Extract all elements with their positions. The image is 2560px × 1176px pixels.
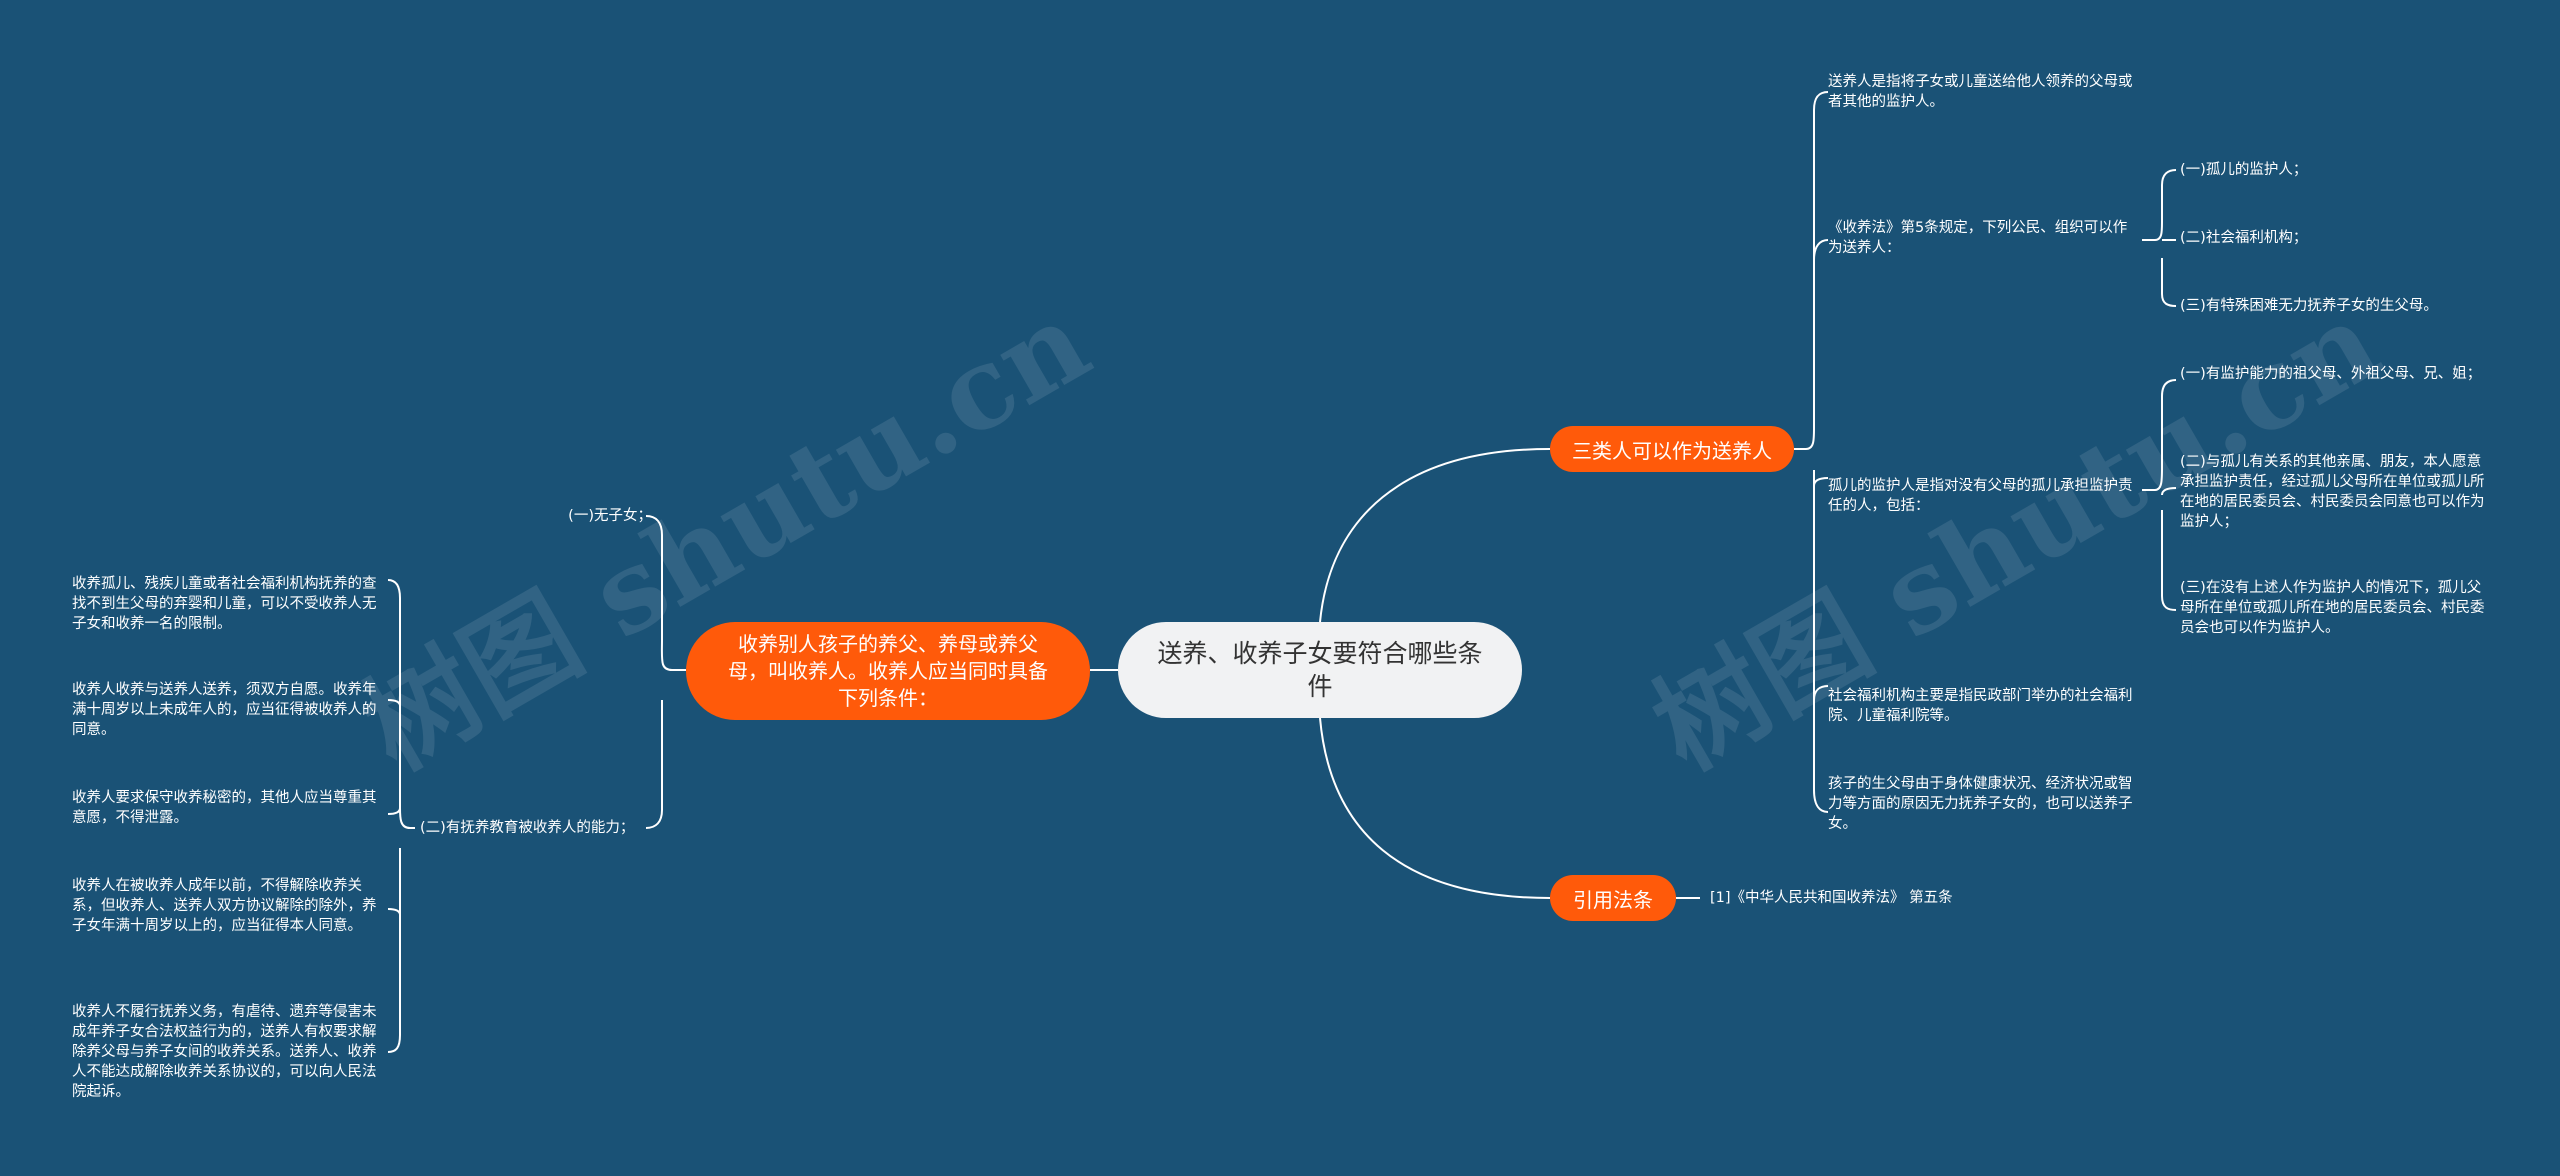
bracket-left-main — [645, 515, 673, 829]
node-guardian-definition[interactable]: 孤儿的监护人是指对没有父母的孤儿承担监护责任的人，包括： — [1828, 478, 2133, 514]
root-topic[interactable]: 送养、收养子女要符合哪些条件 — [1118, 622, 1522, 718]
bracket-left-sub — [387, 579, 415, 1053]
node-unit-committee[interactable]: (三)在没有上述人作为监护人的情况下，孤儿父母所在单位或孤儿所在地的居民委员会、… — [2180, 580, 2485, 636]
node-orphan-guardian[interactable]: (一)孤儿的监护人； — [2180, 162, 2308, 178]
node-dissolution-lawsuit[interactable]: 收养人不履行抚养义务，有虐待、遗弃等侵害未成年养子女合法权益行为的，送养人有权要… — [72, 1004, 377, 1100]
node-ability-to-raise[interactable]: (二)有抚养教育被收养人的能力； — [420, 820, 635, 836]
node-law-citation[interactable]: [1]《中华人民共和国收养法》 第五条 — [1710, 890, 1953, 906]
node-welfare-institution[interactable]: (二)社会福利机构； — [2180, 230, 2308, 246]
bracket-r1-sub2 — [2142, 379, 2177, 611]
link-root-r1 — [1319, 448, 1551, 623]
node-voluntary-consent[interactable]: 收养人收养与送养人送养，须双方自愿。收养年满十周岁以上未成年人的，应当征得被收养… — [72, 682, 377, 738]
node-adoption-law-article5[interactable]: 《收养法》第5条规定，下列公民、组织可以作为送养人： — [1828, 220, 2128, 256]
bracket-r1-main — [1805, 91, 1829, 813]
branch-adopter-conditions[interactable]: 收养别人孩子的养父、养母或养父母，叫收养人。收养人应当同时具备下列条件： — [686, 622, 1090, 720]
branch-three-types-senders[interactable]: 三类人可以作为送养人 — [1550, 426, 1794, 472]
node-grandparents-siblings[interactable]: (一)有监护能力的祖父母、外祖父母、兄、姐； — [2180, 366, 2482, 382]
node-sender-definition[interactable]: 送养人是指将子女或儿童送给他人领养的父母或者其他的监护人。 — [1828, 74, 2133, 110]
node-relatives-friends[interactable]: (二)与孤儿有关系的其他亲属、朋友，本人愿意承担监护责任，经过孤儿父母所在单位或… — [2180, 454, 2485, 530]
node-no-children[interactable]: (一)无子女； — [568, 508, 652, 524]
bracket-r1-sub1 — [2142, 169, 2177, 307]
node-birth-parents-unable[interactable]: 孩子的生父母由于身体健康状况、经济状况或智力等方面的原因无力抚养子女的，也可以送… — [1828, 776, 2133, 832]
node-birth-parents-hardship[interactable]: (三)有特殊困难无力抚养子女的生父母。 — [2180, 298, 2438, 314]
branch-cited-law[interactable]: 引用法条 — [1550, 875, 1676, 921]
node-welfare-definition[interactable]: 社会福利机构主要是指民政部门举办的社会福利院、儿童福利院等。 — [1828, 688, 2133, 724]
link-root-r2 — [1319, 717, 1551, 899]
node-no-dissolution[interactable]: 收养人在被收养人成年以前，不得解除收养关系，但收养人、送养人双方协议解除的除外，… — [72, 878, 377, 934]
node-keep-secret[interactable]: 收养人要求保守收养秘密的，其他人应当尊重其意愿，不得泄露。 — [72, 790, 377, 826]
node-orphan-adoption-exemption[interactable]: 收养孤儿、残疾儿童或者社会福利机构抚养的查找不到生父母的弃婴和儿童，可以不受收养… — [72, 576, 377, 632]
